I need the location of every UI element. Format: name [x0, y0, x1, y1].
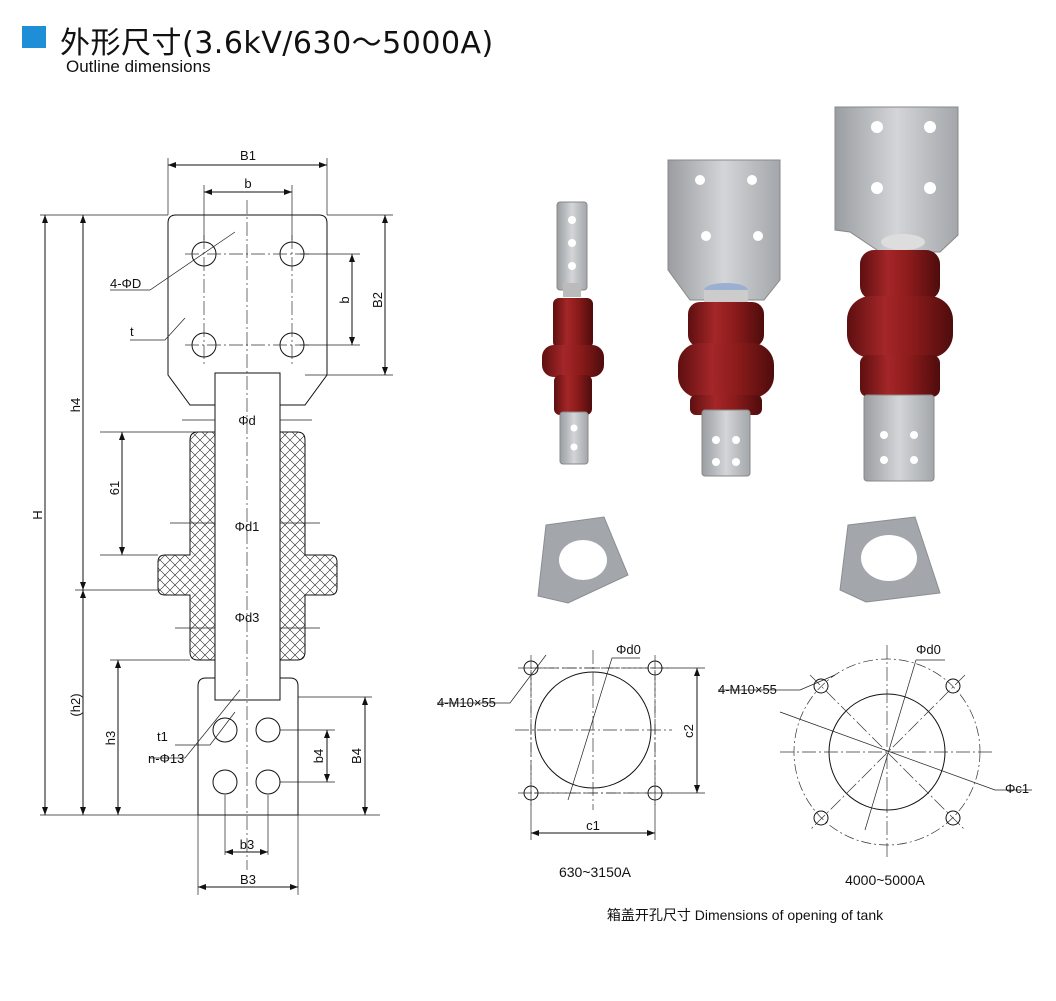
label-c1: c1: [586, 818, 600, 833]
caption-4000-5000: 4000~5000A: [845, 872, 925, 888]
top-terminal-plate: [167, 214, 328, 406]
label-phi-d1: Φd1: [235, 519, 260, 534]
label-small-bolts: 4-M10×55: [437, 695, 496, 710]
label-B3: B3: [240, 872, 256, 887]
product-photo-small-bushing: [542, 201, 604, 465]
label-large-bolts: 4-M10×55: [718, 682, 777, 697]
outline-drawing: B1 b 4-ΦD t B2 b H h4 (h2) h3 61 Φd Φd1 …: [30, 148, 393, 895]
label-phi-d: Φd: [238, 413, 256, 428]
product-photo-large-bushing: [834, 106, 959, 482]
tank-opening-4000-5000: Φd0 4-M10×55 Φc1 4000~5000A: [718, 642, 1032, 888]
label-B4: B4: [349, 748, 364, 764]
label-small-phi-d0: Φd0: [616, 642, 641, 657]
label-c2: c2: [681, 724, 696, 738]
label-holes-bottom: n-Φ13: [148, 751, 184, 766]
label-B2: B2: [370, 292, 385, 308]
label-holes-top: 4-ΦD: [110, 276, 141, 291]
label-t: t: [130, 324, 134, 339]
product-photo-small-flange: [537, 516, 629, 604]
header-accent-square: [22, 26, 46, 48]
label-61: 61: [107, 481, 122, 495]
product-photo-large-flange: [839, 516, 941, 603]
label-b-top: b: [244, 176, 251, 191]
label-b3: b3: [240, 837, 254, 852]
insulator-right: [279, 431, 338, 661]
product-photo-medium-bushing: [667, 159, 781, 477]
label-phi-c1: Φc1: [1005, 781, 1029, 796]
label-b-side: b: [337, 296, 352, 303]
label-t1: t1: [157, 729, 168, 744]
insulator-left: [157, 431, 216, 661]
label-b4: b4: [311, 749, 326, 763]
label-h4: h4: [68, 398, 83, 412]
tank-opening-caption: 箱盖开孔尺寸 Dimensions of opening of tank: [607, 907, 884, 923]
bottom-terminal-plate: [197, 677, 299, 816]
label-h2: (h2): [68, 693, 83, 716]
label-B1: B1: [240, 148, 256, 163]
bottom-plate-holes: [212, 717, 281, 795]
label-phi-d3: Φd3: [235, 610, 260, 625]
page-title: 外形尺寸(3.6kV/630～5000A): [60, 26, 494, 61]
top-plate-holes: [191, 241, 305, 358]
label-h3: h3: [103, 731, 118, 745]
label-H: H: [30, 510, 45, 519]
tank-opening-630-3150: Φd0 4-M10×55 c1 c2 630~3150A: [437, 642, 705, 880]
label-large-phi-d0: Φd0: [916, 642, 941, 657]
caption-630-3150: 630~3150A: [559, 864, 632, 880]
page-subtitle: Outline dimensions: [66, 57, 211, 76]
